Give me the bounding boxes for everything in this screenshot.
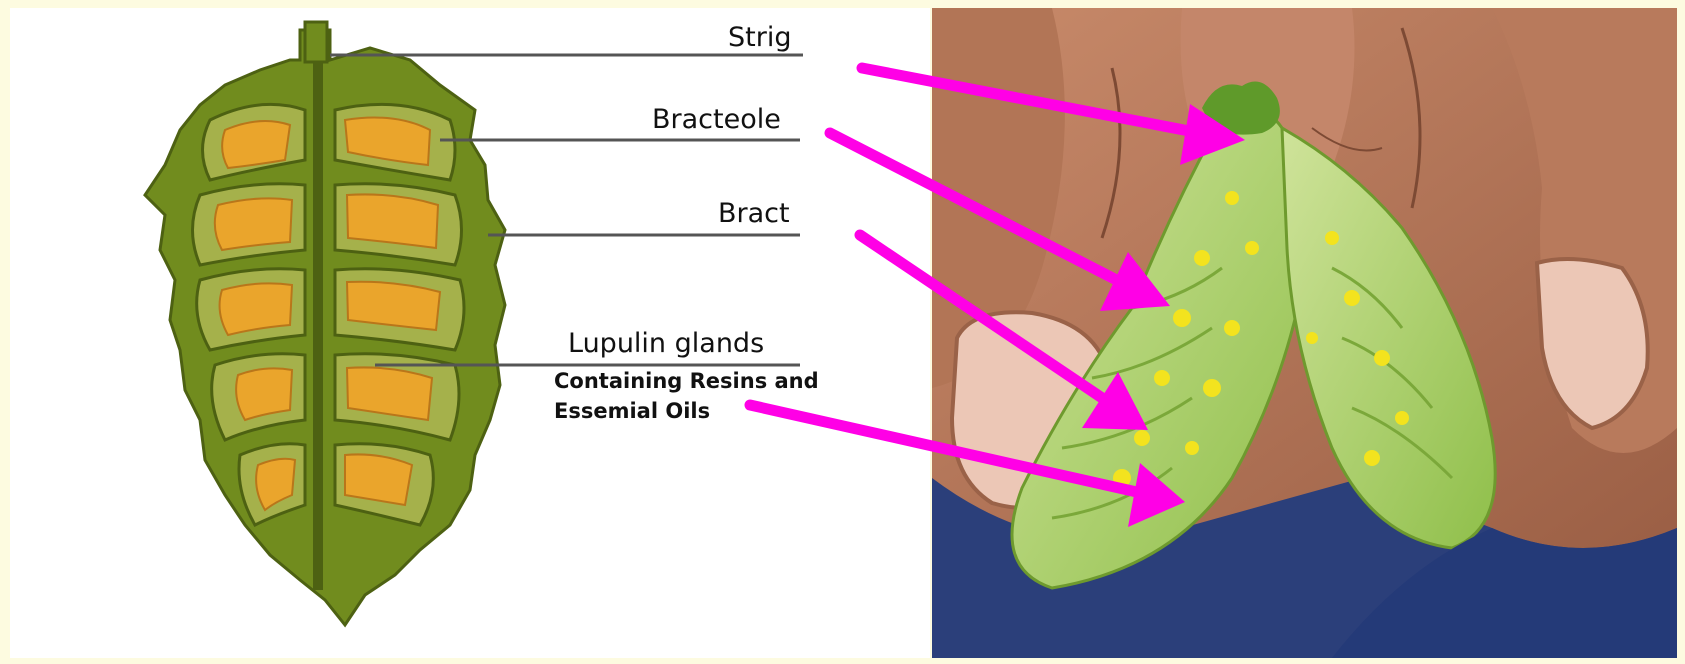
strig-shape: [305, 22, 327, 62]
label-strig: Strig: [728, 22, 791, 53]
label-bracteole: Bracteole: [652, 104, 781, 135]
label-lupulin-glands: Lupulin glands: [568, 328, 764, 359]
label-lupulin-note-line1: Containing Resins and: [554, 366, 819, 396]
arrow-bracteole: [830, 133, 1140, 292]
arrow-strig: [862, 68, 1215, 136]
label-lupulin-note-line2: Essemial Oils: [554, 396, 710, 426]
pointer-arrows: [750, 68, 1245, 527]
hop-cone-illustration: [145, 22, 505, 625]
label-bract: Bract: [718, 198, 790, 229]
